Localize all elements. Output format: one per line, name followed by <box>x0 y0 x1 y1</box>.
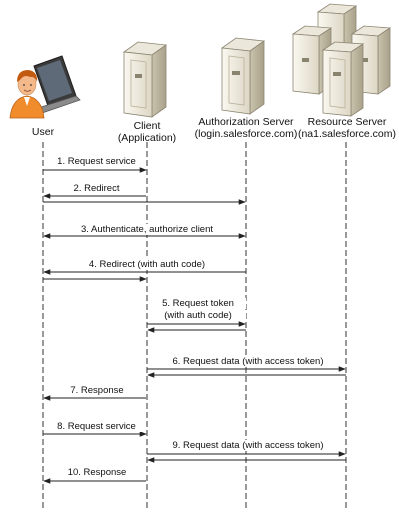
lifelines <box>42 142 347 508</box>
actor-auth-label: Authorization Server (login.salesforce.c… <box>188 116 304 140</box>
message-5-label: 5. Request token <box>150 298 246 309</box>
resource-server-cluster-icon <box>291 3 392 117</box>
message-1-label: 1. Request service <box>50 156 143 167</box>
client-server-icon <box>122 41 168 118</box>
message-5-label-2: (with auth code) <box>150 310 246 321</box>
message-10-label: 10. Response <box>55 467 139 478</box>
message-6-label: 6. Request data (with access token) <box>160 356 336 367</box>
user-laptop-icon <box>9 55 81 119</box>
actor-user-name: User <box>31 126 55 138</box>
message-8-label: 8. Request service <box>50 421 143 432</box>
actor-client-label: Client (Application) <box>102 120 192 144</box>
auth-server-icon <box>220 37 266 115</box>
actor-client-name: Client <box>133 120 161 132</box>
actor-auth-name: Authorization Server <box>198 116 294 128</box>
actor-client-sub: (Application) <box>117 132 177 144</box>
actor-resource-label: Resource Server (na1.salesforce.com) <box>295 116 399 140</box>
message-3-label: 3. Authenticate, authorize client <box>70 224 224 235</box>
message-2-label: 2. Redirect <box>50 183 143 194</box>
actor-resource-sub: (na1.salesforce.com) <box>297 128 397 140</box>
actor-auth-sub: (login.salesforce.com) <box>194 128 298 140</box>
message-arrows <box>43 167 346 484</box>
message-9-label: 9. Request data (with access token) <box>160 440 336 451</box>
actor-resource-name: Resource Server <box>307 116 387 128</box>
actor-user-label: User <box>13 126 73 138</box>
message-4-label: 4. Redirect (with auth code) <box>75 259 219 270</box>
message-7-label: 7. Response <box>55 385 139 396</box>
